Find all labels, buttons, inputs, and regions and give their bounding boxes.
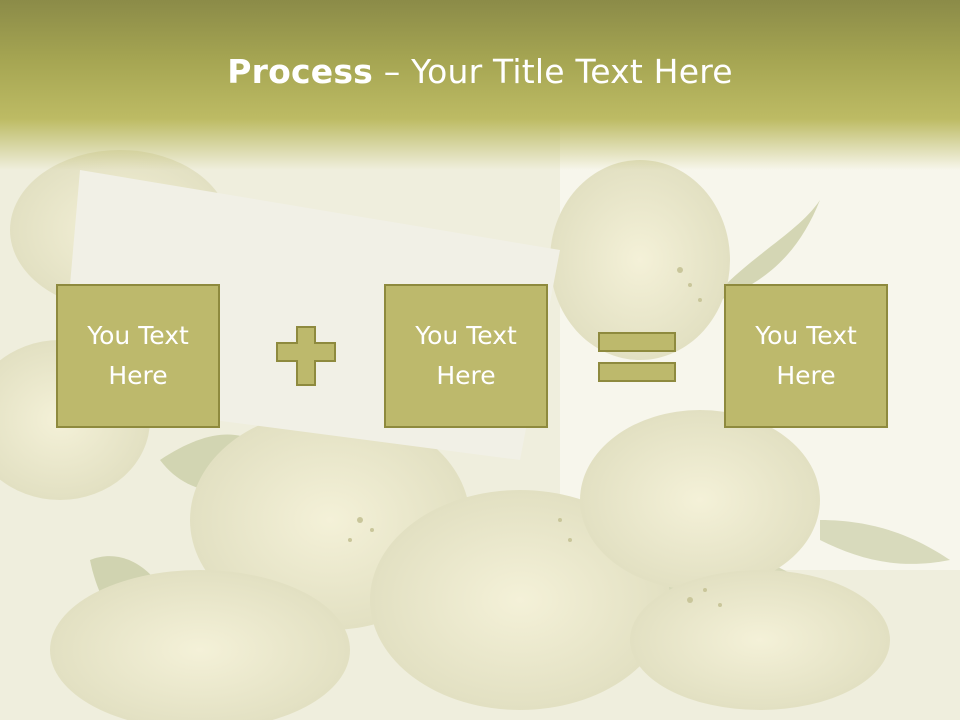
process-box-2[interactable]: You Text Here bbox=[384, 284, 548, 428]
process-box-1[interactable]: You Text Here bbox=[56, 284, 220, 428]
title-rest: – Your Title Text Here bbox=[373, 52, 733, 91]
process-box-3-label: You Text Here bbox=[755, 321, 857, 390]
title-bold: Process bbox=[227, 52, 374, 91]
process-box-2-label: You Text Here bbox=[415, 321, 517, 390]
slide-title: Process – Your Title Text Here bbox=[0, 52, 960, 91]
title-band bbox=[0, 0, 960, 170]
process-box-1-label: You Text Here bbox=[87, 321, 189, 390]
process-box-3[interactable]: You Text Here bbox=[724, 284, 888, 428]
